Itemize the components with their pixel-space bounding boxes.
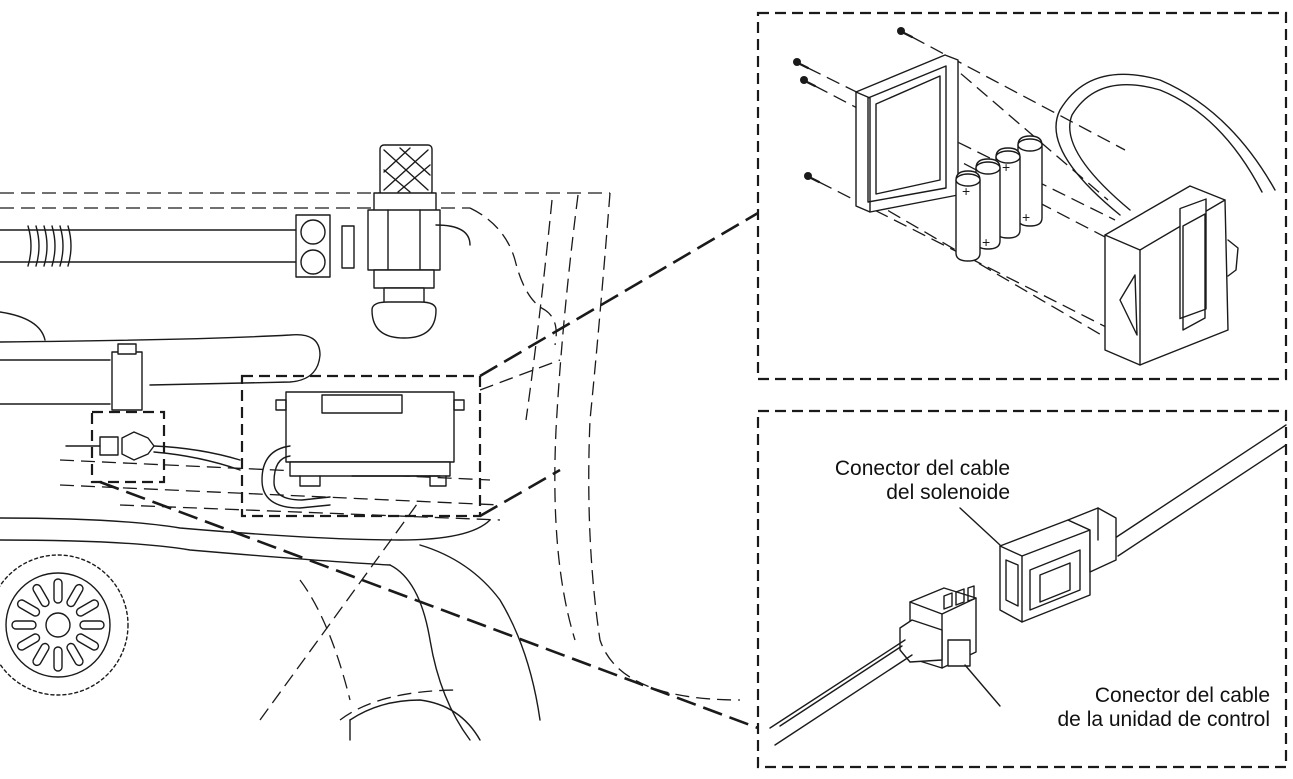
control-unit-connector [899, 585, 977, 669]
connector-detail-panel [756, 409, 1288, 769]
bracket-posts [111, 343, 143, 411]
solenoid-label-line-2: del solenoide [886, 481, 1010, 504]
clamp-block [295, 214, 355, 278]
chassis-lines [0, 311, 541, 741]
main-assembly-view [0, 144, 759, 741]
control-callout-line [964, 664, 1001, 707]
battery-holder [1104, 185, 1239, 366]
leader-line-connector [99, 480, 759, 730]
control-unit-cable [769, 639, 913, 746]
leader-line-battery-lower [479, 468, 561, 518]
solenoid-connector-label: Conector del cable del solenoide [760, 457, 1010, 505]
svg-text:+: + [962, 183, 970, 199]
valve-fitting [367, 144, 471, 339]
svg-text:+: + [982, 234, 990, 250]
solenoid-label-line-1: Conector del cable [834, 457, 1010, 480]
battery-cover [855, 54, 959, 213]
control-label-line-2: de la unidad de control [1057, 708, 1271, 731]
battery-box [261, 391, 465, 509]
svg-text:+: + [1022, 209, 1030, 225]
leader-line-battery [479, 211, 759, 378]
svg-text:+: + [1002, 159, 1010, 175]
solenoid-cable [1111, 424, 1287, 557]
control-label-line-1: Conector del cable [1094, 684, 1270, 707]
battery-detail-panel: + + + + [756, 11, 1288, 381]
control-unit-connector-label: Conector del cable de la unidad de contr… [962, 684, 1271, 732]
solenoid-connector [999, 507, 1117, 623]
coiled-tube [0, 225, 301, 267]
solenoid-callout-line [959, 507, 1001, 546]
battery-cable [1055, 73, 1276, 216]
spoked-wheel [0, 554, 129, 696]
batteries: + + + + [955, 135, 1043, 262]
screws [793, 27, 914, 184]
